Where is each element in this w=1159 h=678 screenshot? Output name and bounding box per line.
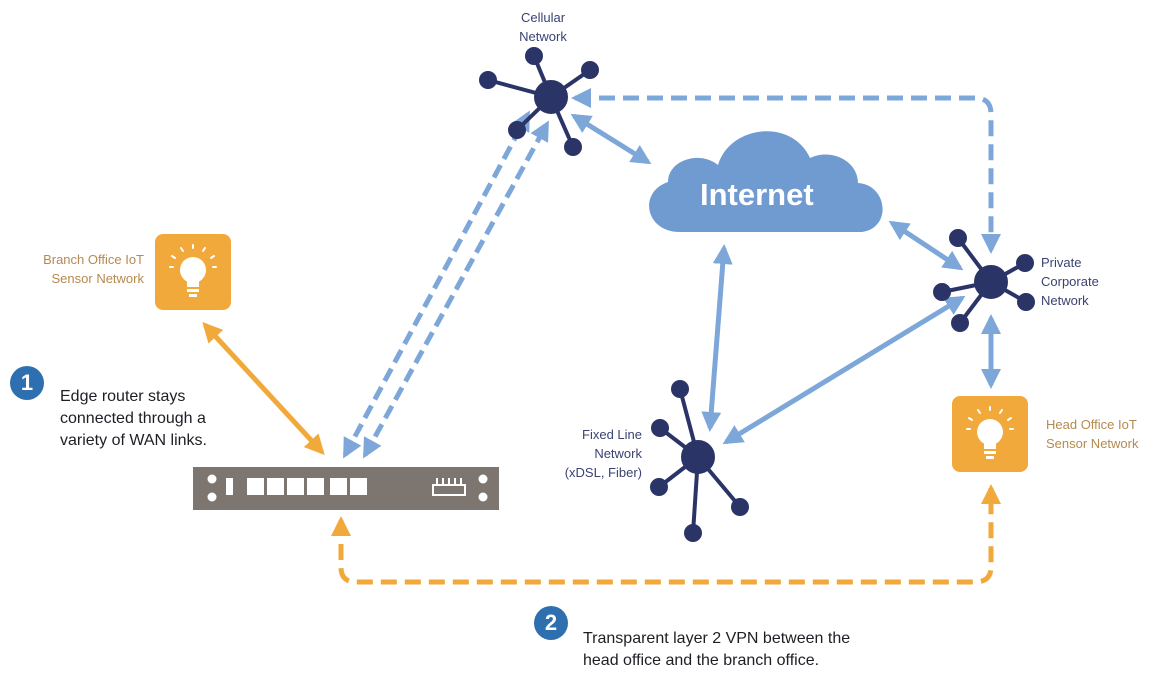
head-iot-lightbulb-icon — [952, 396, 1028, 472]
cellular-network-label: Cellular Network — [519, 10, 567, 44]
internet-label: Internet — [700, 177, 814, 212]
private-network-hub-icon — [933, 229, 1035, 332]
head-office-iot-label: Head Office IoT Sensor Network — [1046, 417, 1139, 451]
branch-iot-lightbulb-icon — [155, 234, 231, 310]
vpn-link-cellular-private — [571, 88, 1001, 254]
private-corporate-network-label: Private Corporate Network — [1041, 255, 1099, 308]
step-1-badge: 1 — [10, 366, 44, 400]
link-internet-fixed — [701, 244, 733, 432]
fixed-line-network-label: Fixed Line Network (xDSL, Fiber) — [564, 427, 642, 480]
link-fixed-private — [722, 295, 966, 445]
link-internet-private — [888, 220, 964, 271]
step-2-badge: 2 — [534, 606, 568, 640]
edge-router-icon — [193, 467, 499, 510]
step-1-text: Edge router stays connected through a va… — [60, 388, 207, 449]
fixed-line-hub-icon — [650, 380, 749, 542]
l2vpn-link — [331, 484, 1001, 585]
link-branchiot-router — [202, 322, 325, 455]
vpn-link-router-cellular-b — [362, 120, 550, 459]
step-2-text: Transparent layer 2 VPN between the head… — [583, 630, 851, 669]
vpn-link-router-cellular-a — [342, 110, 531, 459]
cellular-hub-icon — [479, 47, 599, 156]
link-cellular-internet — [570, 113, 652, 165]
branch-office-iot-label: Branch Office IoT Sensor Network — [43, 252, 144, 286]
